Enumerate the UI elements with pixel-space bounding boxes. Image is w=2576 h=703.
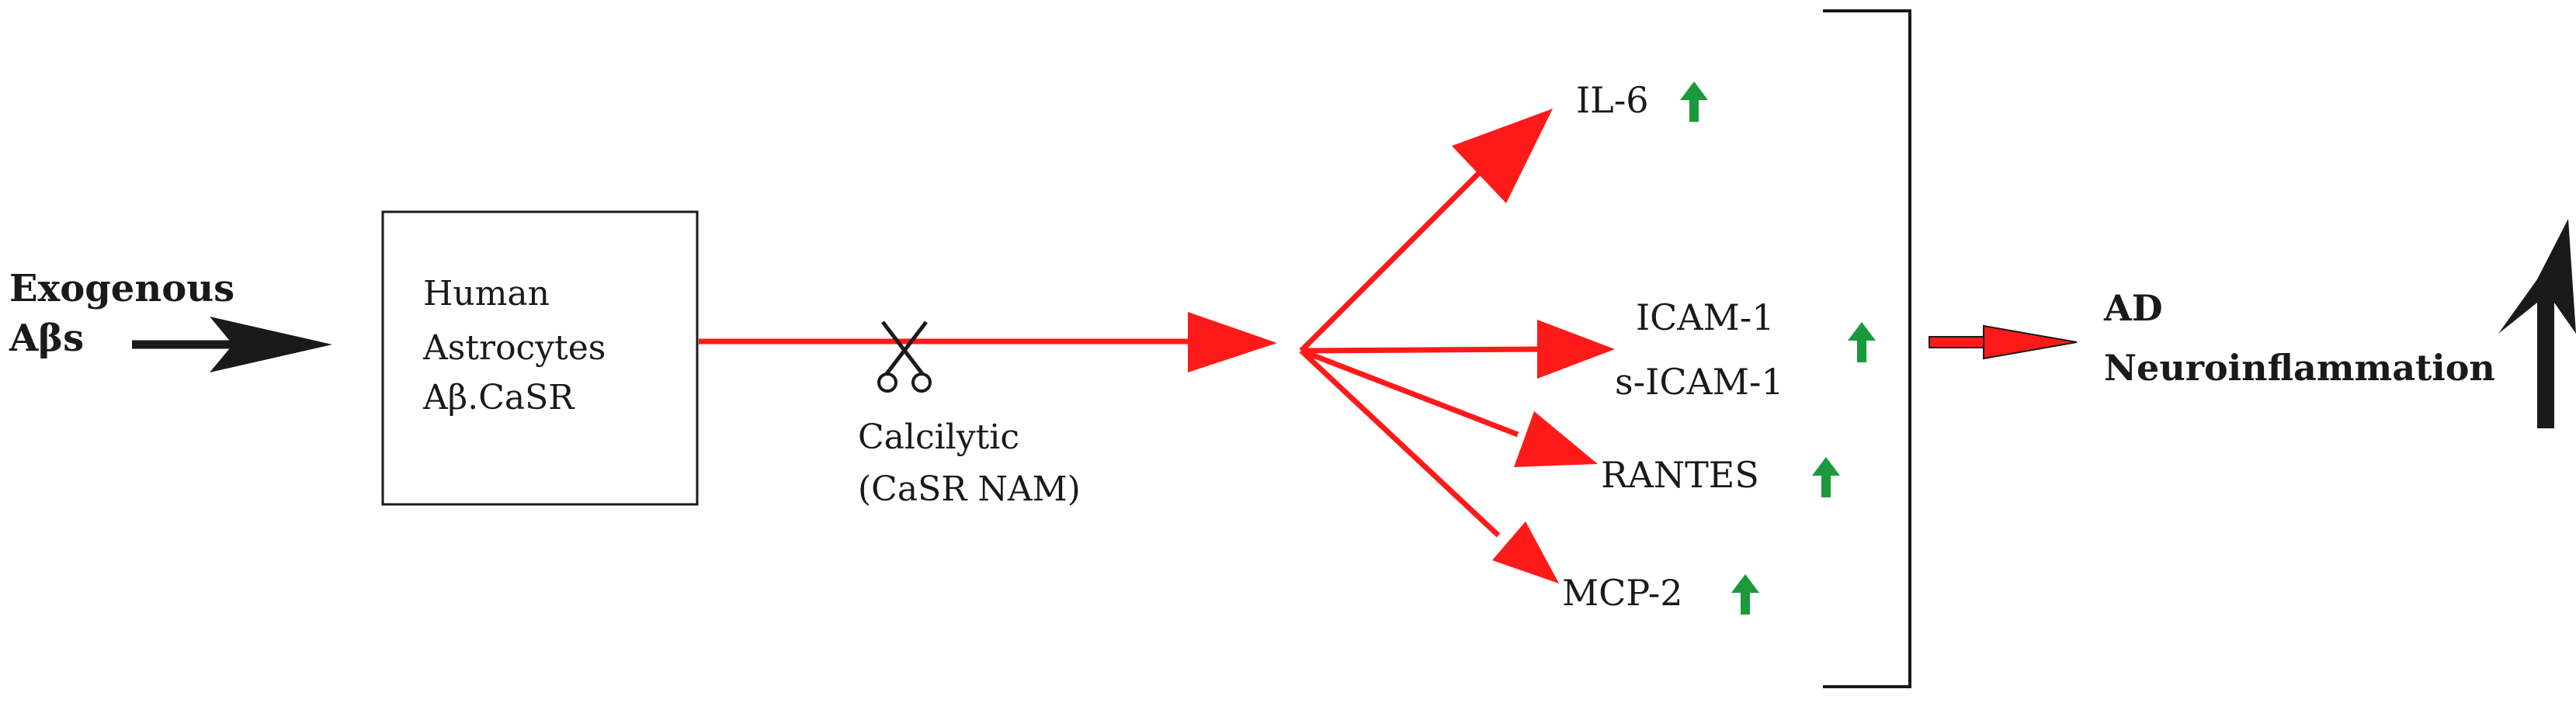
branch-arrow-mcp2 <box>1299 348 1559 584</box>
source-label-line2: Aβs <box>9 317 84 360</box>
astrocyte-box <box>381 210 699 506</box>
output-label-mcp2: MCP-2 <box>1562 572 1683 614</box>
outcome-label-line2: Neuroinflammation <box>2104 347 2495 389</box>
up-arrow-icon <box>1731 574 1759 615</box>
astrocyte-box-line3: Aβ.CaSR <box>422 378 575 417</box>
branch-arrow-rantes <box>1300 348 1598 467</box>
main-pathway-arrow <box>699 312 1277 372</box>
up-arrow-icon <box>1812 457 1840 497</box>
outcome-arrow <box>1929 324 2078 360</box>
outcome-increase-arrow <box>2498 219 2576 428</box>
source-label-line1: Exogenous <box>9 267 234 310</box>
inhibitor-label-line1: Calcilytic <box>858 417 1019 457</box>
up-arrow-icon <box>1848 322 1876 362</box>
output-label-rantes: RANTES <box>1601 454 1759 496</box>
scissors-icon <box>877 320 932 393</box>
inhibitor-label-line2: (CaSR NAM) <box>858 469 1081 509</box>
branch-arrow-il6 <box>1299 109 1553 353</box>
outcome-label-line1: AD <box>2103 287 2163 329</box>
up-arrow-icon <box>1680 81 1708 122</box>
astrocyte-box-line1: Human <box>423 274 550 313</box>
outputs-bracket <box>1823 9 1911 688</box>
astrocyte-box-line2: Astrocytes <box>422 328 606 368</box>
input-arrow <box>132 317 332 372</box>
output-label-icam: ICAM-1 <box>1636 296 1775 338</box>
output-label-il6: IL-6 <box>1576 79 1649 121</box>
output-label-sicam: s-ICAM-1 <box>1615 361 1784 403</box>
branch-arrow-icam <box>1300 320 1615 379</box>
